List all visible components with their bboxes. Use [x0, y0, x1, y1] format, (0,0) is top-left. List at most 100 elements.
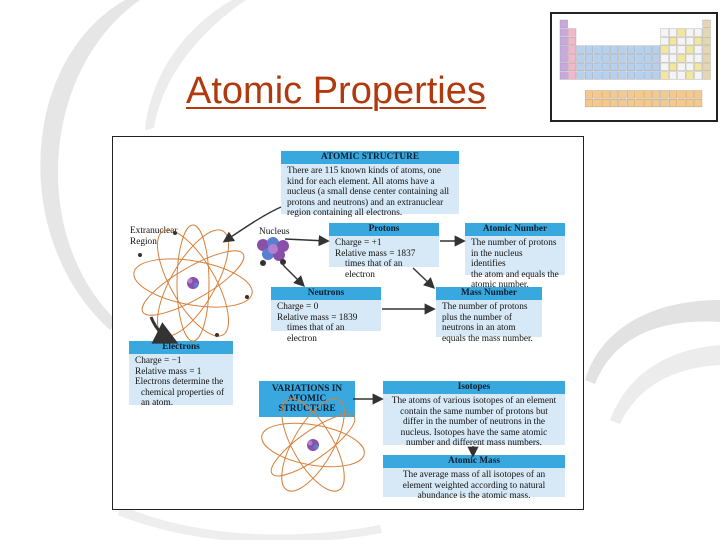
element-cell: [652, 90, 661, 99]
extranuclear-label-line: Region: [130, 236, 157, 247]
element-cell: [685, 37, 694, 46]
element-cell: [635, 90, 644, 99]
element-cell: [677, 54, 686, 63]
variations-line: ATOMIC STRUCTURE: [278, 394, 336, 414]
mass-number-box: Mass Number The number of protons plus t…: [436, 287, 542, 344]
mass-number-header: Mass Number: [436, 287, 542, 300]
element-cell: [660, 28, 669, 37]
protons-box: Protons Charge = +1 Relative mass = 1837…: [329, 223, 439, 280]
element-cell: [585, 71, 593, 80]
element-cell: [627, 62, 635, 71]
element-cell: [576, 54, 585, 63]
element-cell: [585, 45, 593, 54]
element-cell: [559, 19, 568, 28]
variations-line: VARIATIONS IN: [271, 384, 343, 394]
atomic-mass-box: Atomic Mass The average mass of all isot…: [383, 455, 565, 501]
atomic-number-header: Atomic Number: [465, 223, 565, 236]
element-cell: [568, 62, 577, 71]
element-cell: [610, 90, 619, 99]
electrons-header: Electrons: [129, 341, 233, 354]
atom-illustration: [133, 224, 253, 342]
isotopes-text: nucleus. Isotopes have the same atomic: [400, 427, 548, 438]
element-cell: [568, 28, 577, 37]
atomic-number-text: in the nucleus identifies: [471, 248, 523, 270]
neutrons-header: Neutrons: [271, 287, 381, 300]
element-cell: [652, 98, 661, 108]
atomic-mass-text: The average mass of all isotopes of an: [402, 470, 546, 480]
element-cell: [576, 71, 585, 80]
element-cell: [559, 45, 568, 54]
element-cell: [660, 37, 669, 46]
element-cell: [694, 98, 703, 108]
element-cell: [568, 45, 577, 54]
nucleus-illustration: [257, 237, 289, 266]
element-cell: [627, 54, 635, 63]
mass-number-text: plus the number of: [442, 312, 512, 323]
element-cell: [643, 62, 652, 71]
isotopes-text: The atoms of various isotopes of an elem…: [391, 396, 557, 406]
isotope-atom-illustration: [261, 398, 365, 492]
element-cell: [610, 71, 619, 80]
element-cell: [677, 28, 686, 37]
protons-text: Charge = +1: [335, 238, 382, 248]
element-cell: [601, 98, 610, 108]
element-cell: [643, 45, 652, 54]
element-cell: [694, 62, 703, 71]
protons-text: Relative mass = 1837: [335, 248, 416, 259]
element-cell: [685, 54, 694, 63]
extranuclear-label-line: Extranuclear: [130, 226, 178, 236]
element-cell: [576, 45, 585, 54]
element-cell: [694, 37, 703, 46]
element-cell: [677, 98, 686, 108]
atomic-structure-header: ATOMIC STRUCTURE: [281, 151, 459, 164]
element-cell: [660, 98, 669, 108]
electrons-text: Charge = −1: [135, 356, 182, 366]
element-cell: [669, 71, 677, 80]
element-cell: [593, 90, 602, 99]
element-cell: [593, 62, 602, 71]
element-cell: [694, 71, 703, 80]
electrons-text: Electrons determine the: [135, 377, 224, 388]
element-cell: [585, 90, 593, 99]
neutrons-text: times that of an electron: [287, 323, 345, 344]
element-cell: [652, 45, 661, 54]
element-cell: [576, 62, 585, 71]
element-cell: [685, 62, 694, 71]
element-cell: [559, 37, 568, 46]
element-cell: [559, 54, 568, 63]
atomic-structure-text: nucleus (a small dense center containing…: [287, 187, 450, 198]
element-cell: [601, 90, 610, 99]
element-cell: [660, 54, 669, 63]
element-cell: [618, 54, 627, 63]
atomic-structure-diagram: ATOMIC STRUCTURE There are 115 known kin…: [112, 136, 584, 510]
element-cell: [702, 45, 711, 54]
atomic-number-text: The number of protons: [471, 238, 557, 248]
element-cell: [585, 62, 593, 71]
element-cell: [618, 90, 627, 99]
element-cell: [702, 54, 711, 63]
element-cell: [702, 37, 711, 46]
element-cell: [685, 28, 694, 37]
element-cell: [702, 71, 711, 80]
mass-number-text: neutrons in an atom: [442, 323, 516, 334]
atomic-mass-text: element weighted according to natural: [402, 480, 546, 491]
element-cell: [601, 45, 610, 54]
element-cell: [694, 90, 703, 99]
element-cell: [669, 98, 677, 108]
element-cell: [652, 54, 661, 63]
element-cell: [643, 54, 652, 63]
element-cell: [610, 98, 619, 108]
protons-header: Protons: [329, 223, 439, 236]
element-cell: [660, 90, 669, 99]
electrons-text: Relative mass = 1: [135, 366, 202, 377]
electrons-text: an atom.: [141, 398, 174, 409]
mass-number-text: The number of protons: [442, 302, 528, 312]
element-cell: [643, 98, 652, 108]
element-cell: [669, 37, 677, 46]
atomic-structure-text: kind for each element. All atoms have a: [287, 176, 435, 187]
element-cell: [660, 45, 669, 54]
element-cell: [685, 45, 694, 54]
atomic-structure-text: protons and neutrons) and an extranuclea…: [287, 197, 444, 208]
element-cell: [669, 54, 677, 63]
element-cell: [618, 71, 627, 80]
